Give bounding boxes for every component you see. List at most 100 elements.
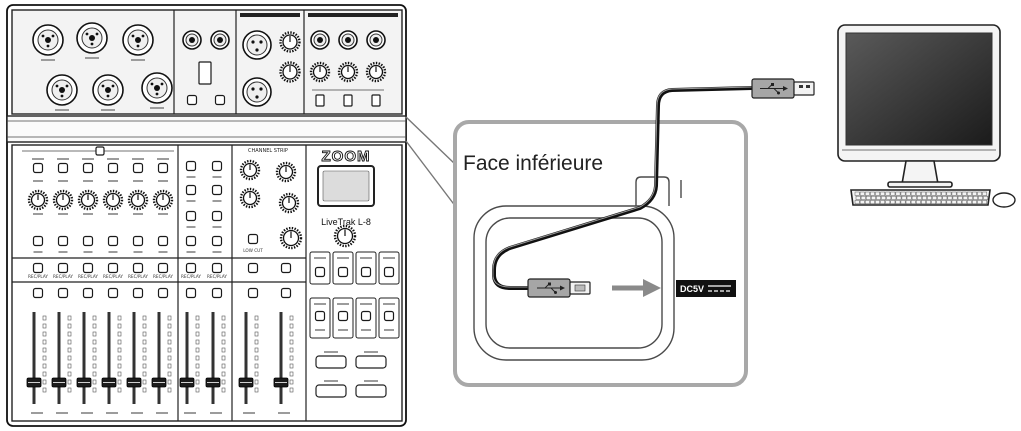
jack-label-mark bbox=[85, 57, 99, 59]
keyboard-key bbox=[890, 200, 896, 205]
level-meter-led bbox=[254, 347, 259, 353]
strip-button bbox=[247, 262, 259, 274]
output-knob bbox=[365, 61, 387, 83]
channel-button bbox=[185, 184, 197, 196]
mouse-icon bbox=[992, 192, 1016, 208]
mute-button bbox=[107, 287, 119, 299]
level-meter-led bbox=[221, 371, 226, 377]
level-meter-led bbox=[42, 347, 47, 353]
level-meter-led bbox=[254, 387, 259, 393]
level-meter-led bbox=[289, 339, 294, 345]
level-meter-led bbox=[67, 323, 72, 329]
jack-label-mark bbox=[131, 59, 145, 61]
keyboard-key bbox=[956, 200, 962, 205]
level-meter-led bbox=[221, 387, 226, 393]
tiny-label-mark bbox=[186, 200, 196, 202]
jack-pin bbox=[51, 34, 55, 38]
level-meter-led bbox=[195, 387, 200, 393]
tiny-label-mark bbox=[324, 380, 338, 382]
gain-knob bbox=[152, 189, 174, 211]
channel-fader bbox=[26, 312, 47, 404]
keyboard-key bbox=[927, 195, 932, 200]
tiny-label-mark bbox=[157, 158, 169, 160]
keyboard-key bbox=[859, 200, 865, 205]
level-meter-led bbox=[167, 331, 172, 337]
fader-label-mark bbox=[278, 412, 290, 414]
jack-hole bbox=[59, 87, 65, 93]
level-meter-led bbox=[92, 387, 97, 393]
monitor-stand bbox=[901, 160, 939, 185]
level-meter-led bbox=[254, 339, 259, 345]
keyboard-key bbox=[906, 195, 912, 200]
level-meter-led bbox=[42, 379, 47, 385]
level-meter-led bbox=[117, 331, 122, 337]
jack-hole bbox=[105, 87, 111, 93]
keyboard-key bbox=[910, 200, 916, 205]
level-meter-led bbox=[289, 347, 294, 353]
mixer-illustration: CHANNEL STRIP LOW CUT ZOOM LiveTrak L-8 … bbox=[6, 4, 407, 427]
output-header-bar bbox=[308, 13, 398, 17]
mute-button bbox=[132, 287, 144, 299]
trs-jack bbox=[366, 30, 386, 50]
keyboard-key bbox=[895, 191, 901, 196]
tiny-label-mark bbox=[360, 303, 372, 305]
callout-label: Face inférieure bbox=[463, 152, 603, 175]
keyboard-key bbox=[870, 200, 875, 205]
fader-track bbox=[244, 312, 248, 404]
fader-label-mark bbox=[184, 412, 196, 414]
rear-knob bbox=[279, 31, 301, 53]
jack-hole bbox=[373, 37, 379, 43]
mute-button bbox=[157, 287, 169, 299]
level-meter-led bbox=[195, 355, 200, 361]
tiny-label-mark bbox=[383, 257, 395, 259]
level-meter-led bbox=[92, 371, 97, 377]
eq-knob bbox=[239, 159, 261, 181]
level-meter-led bbox=[289, 355, 294, 361]
usb-plug-computer-contact bbox=[799, 85, 803, 88]
dc-power-text: DC5V bbox=[680, 284, 704, 294]
fader-label-mark bbox=[81, 412, 93, 414]
level-meter-led bbox=[167, 363, 172, 369]
dc-symbol-icon bbox=[708, 285, 731, 292]
keyboard-key bbox=[936, 191, 942, 196]
rear-button bbox=[214, 94, 226, 106]
rec-play-label: REC/PLAY bbox=[103, 274, 123, 279]
level-meter-led bbox=[142, 339, 147, 345]
level-meter-led bbox=[67, 339, 72, 345]
dc-power-label bbox=[676, 280, 736, 297]
level-meter-led bbox=[195, 315, 200, 321]
jack-pin bbox=[106, 94, 110, 98]
jack-label-mark bbox=[101, 109, 115, 111]
level-meter-led bbox=[92, 339, 97, 345]
jack-pin bbox=[251, 87, 255, 91]
level-meter-led bbox=[92, 379, 97, 385]
gain-knob bbox=[52, 189, 74, 211]
level-meter-led bbox=[195, 363, 200, 369]
level-meter-led bbox=[195, 331, 200, 337]
mode-button bbox=[315, 355, 347, 369]
tiny-label-mark bbox=[360, 257, 372, 259]
level-meter-led bbox=[289, 315, 294, 321]
jack-pin bbox=[160, 82, 164, 86]
level-meter-led bbox=[221, 355, 226, 361]
function-key bbox=[360, 310, 372, 322]
rec-play-button bbox=[211, 262, 223, 274]
knob-grip bbox=[279, 226, 303, 250]
channel-button bbox=[157, 235, 169, 247]
cable-highlight bbox=[492, 86, 753, 288]
keyboard-key bbox=[961, 191, 967, 196]
xlr-output-jack bbox=[242, 77, 272, 107]
arrow-right-head bbox=[643, 279, 661, 297]
mute-button bbox=[32, 287, 44, 299]
tiny-label-mark bbox=[107, 158, 119, 160]
channel-fader bbox=[179, 312, 200, 404]
tiny-label-mark bbox=[83, 180, 93, 182]
channel-button bbox=[185, 235, 197, 247]
jack-pin bbox=[55, 84, 59, 88]
keyboard-key bbox=[905, 191, 911, 196]
mixer-underside-inner bbox=[485, 217, 663, 349]
tiny-label-mark bbox=[32, 158, 44, 160]
display-screen bbox=[322, 170, 370, 202]
keyboard-key bbox=[890, 191, 896, 196]
